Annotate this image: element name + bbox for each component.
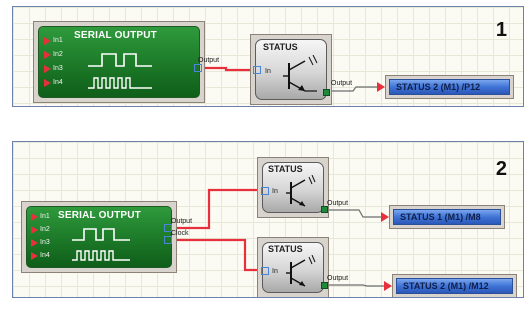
output-label: Output: [171, 218, 193, 225]
block-title: STATUS: [268, 164, 303, 174]
output-port[interactable]: [164, 224, 172, 232]
serial-output-body: [38, 26, 200, 98]
input-port[interactable]: [261, 187, 269, 195]
input-label-in1: In1: [40, 213, 50, 220]
transistor-icon: [286, 175, 316, 207]
tag-arrow-icon: [377, 82, 385, 92]
transistor-icon: [283, 55, 318, 92]
block-title: STATUS: [268, 244, 303, 254]
diagram-panel-1: 1 In1 In2 In3 In4 SERIAL OUTPUT Output S…: [12, 6, 524, 107]
input-arrow-icon[interactable]: [44, 37, 51, 45]
input-arrow-icon[interactable]: [44, 65, 51, 73]
wire-status-1-to-tag[interactable]: [325, 209, 385, 218]
wire-status-2-to-tag[interactable]: [325, 284, 388, 287]
serial-waveform-icon: [88, 53, 152, 89]
serial-output-block[interactable]: In1 In2 In3 In4 SERIAL OUTPUT: [21, 201, 177, 273]
block-title: SERIAL OUTPUT: [74, 30, 157, 41]
wire-layer-2: [167, 188, 388, 287]
output-port[interactable]: [321, 282, 328, 289]
serial-waveform-icon: [72, 228, 130, 261]
wire-layer-1: [197, 66, 381, 92]
output-port[interactable]: [321, 206, 328, 213]
input-label: In: [272, 188, 278, 195]
output-tag-label: STATUS 1 (M1) /M8: [400, 212, 481, 222]
panel-number: 2: [495, 158, 507, 180]
input-label-in4: In4: [40, 252, 50, 259]
input-arrow-icon[interactable]: [31, 239, 38, 247]
input-label-in1: In1: [53, 37, 63, 44]
input-label: In: [265, 68, 271, 75]
tag-arrow-icon: [384, 281, 392, 291]
diagram-panel-2: 2 In1 In2 In3 In4 SERIAL OUTPUT Output C…: [12, 141, 524, 298]
output-tag-2[interactable]: STATUS 2 (M1) /M12: [392, 274, 517, 297]
input-arrow-icon[interactable]: [31, 226, 38, 234]
block-title: STATUS: [263, 42, 298, 52]
status-block[interactable]: STATUS In: [250, 34, 332, 105]
output-tag-label: STATUS 2 (M1) /M12: [403, 281, 489, 291]
serial-output-block[interactable]: In1 In2 In3 In4 SERIAL OUTPUT: [33, 21, 205, 103]
output-tag-body: [393, 209, 501, 225]
input-label: In: [272, 268, 278, 275]
output-label: Output: [327, 200, 349, 207]
input-arrow-icon[interactable]: [44, 51, 51, 59]
transistor-icon: [286, 255, 316, 287]
input-port[interactable]: [253, 66, 261, 74]
wire-output-to-status-1[interactable]: [167, 188, 263, 230]
serial-output-body: [26, 206, 172, 268]
input-arrow-icon[interactable]: [44, 79, 51, 87]
input-arrow-icon[interactable]: [31, 213, 38, 221]
input-port[interactable]: [261, 267, 269, 275]
status-block-2[interactable]: STATUS In: [257, 237, 329, 297]
input-label-in2: In2: [53, 51, 63, 58]
output-port[interactable]: [194, 64, 202, 72]
wire-clock-to-status-2[interactable]: [167, 238, 263, 272]
clock-label: Clock: [171, 230, 189, 237]
input-arrow-icon[interactable]: [31, 252, 38, 260]
input-label-in4: In4: [53, 79, 63, 86]
output-label: Output: [198, 57, 220, 64]
wire-serial-to-status[interactable]: [197, 66, 256, 72]
input-label-in3: In3: [53, 65, 63, 72]
output-label: Output: [331, 80, 353, 87]
output-tag-body: [396, 278, 513, 294]
status-block-1[interactable]: STATUS In: [257, 157, 329, 218]
output-tag-body: [389, 79, 510, 95]
output-tag-1[interactable]: STATUS 1 (M1) /M8: [389, 205, 505, 229]
output-tag-label: STATUS 2 (M1) /P12: [396, 82, 481, 92]
output-port[interactable]: [323, 89, 330, 96]
input-label-in3: In3: [40, 239, 50, 246]
block-title: SERIAL OUTPUT: [58, 210, 141, 221]
panel-number: 1: [495, 19, 507, 41]
tag-arrow-icon: [381, 212, 389, 222]
wire-status-to-tag[interactable]: [329, 86, 381, 92]
clock-port[interactable]: [164, 236, 172, 244]
output-label: Output: [327, 275, 349, 282]
input-label-in2: In2: [40, 226, 50, 233]
output-tag[interactable]: STATUS 2 (M1) /P12: [385, 75, 514, 99]
